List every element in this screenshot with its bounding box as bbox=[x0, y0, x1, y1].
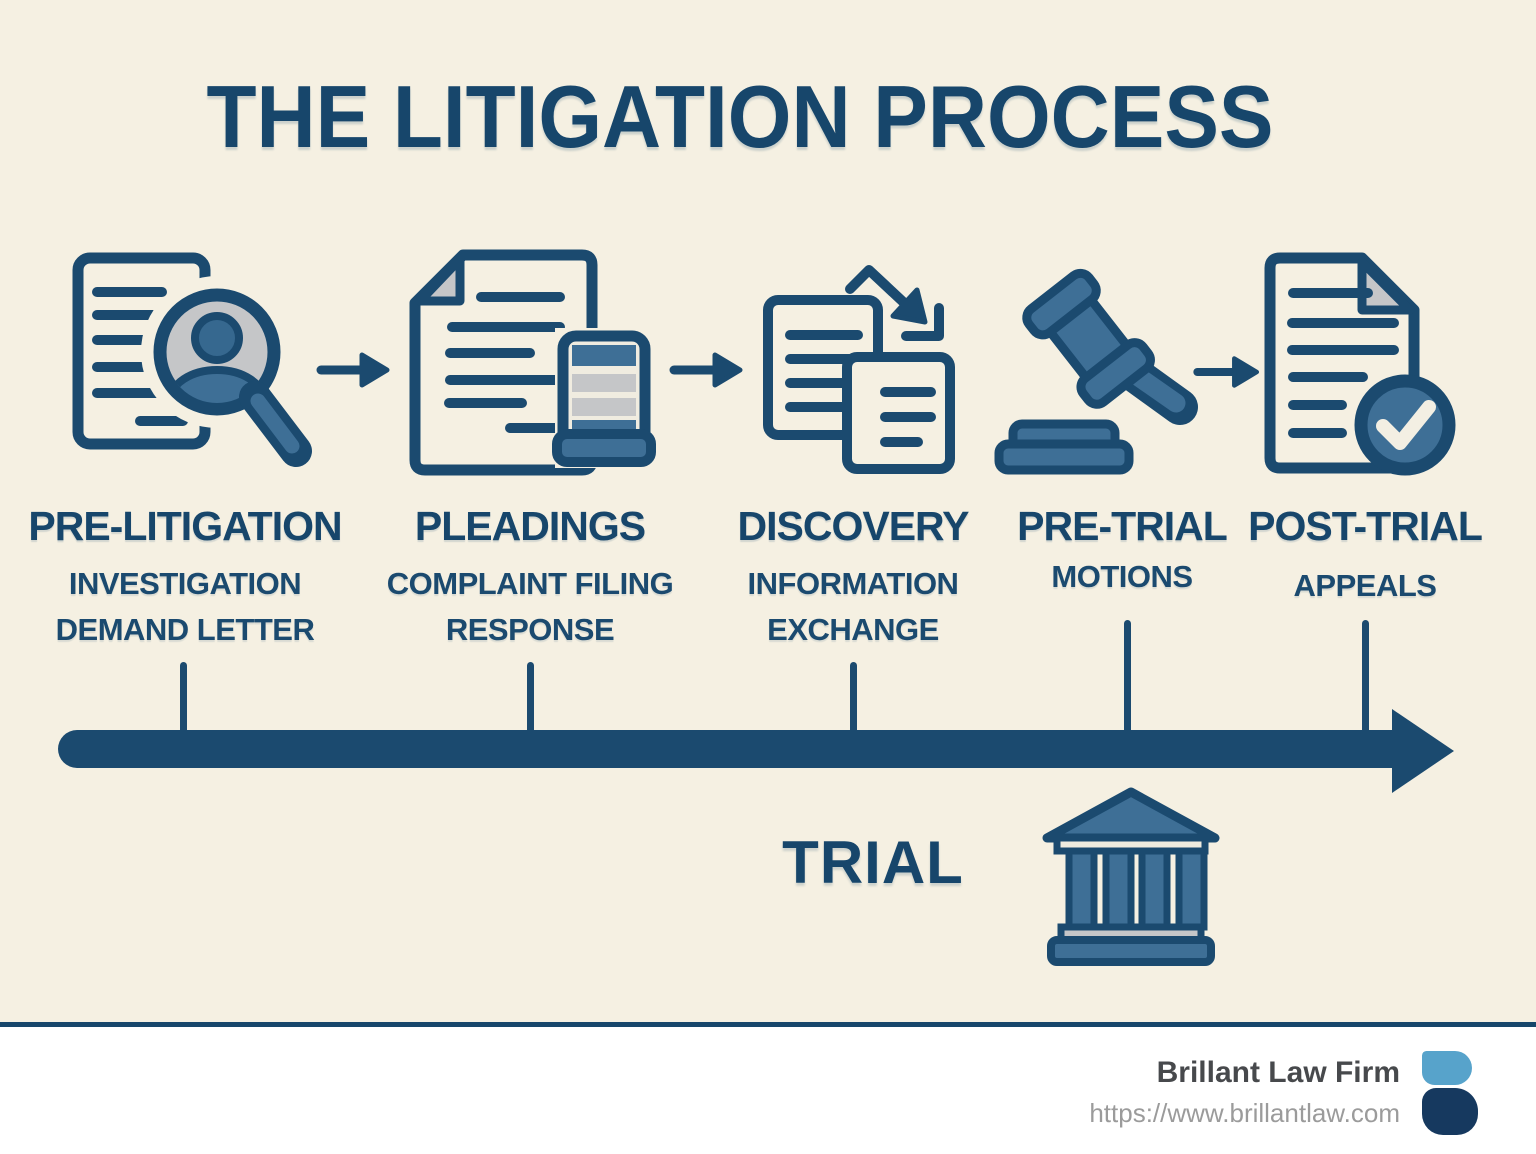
company-name: Brillant Law Firm bbox=[1156, 1056, 1400, 1089]
stage-sub-label: COMPLAINT FILING bbox=[386, 566, 674, 601]
timeline-arrowhead-icon bbox=[1392, 709, 1454, 793]
stage-title-pre-trial: PRE-TRIAL bbox=[1017, 503, 1228, 549]
stage-title-post-trial: POST-TRIAL bbox=[1248, 503, 1483, 549]
stage-sub-label: APPEALS bbox=[1293, 568, 1437, 603]
courthouse-icon bbox=[1042, 787, 1220, 966]
timeline-tick bbox=[180, 662, 187, 734]
right-arrow-icon bbox=[669, 352, 743, 388]
right-arrow-icon bbox=[1193, 356, 1260, 388]
documents-exchange-icon bbox=[763, 265, 955, 474]
timeline-tick bbox=[527, 662, 534, 734]
stage-title-pleadings: PLEADINGS bbox=[414, 503, 646, 549]
stage-sub-label: INFORMATION bbox=[747, 566, 959, 601]
logo-top-shape bbox=[1422, 1051, 1472, 1085]
timeline-tick bbox=[1124, 620, 1131, 734]
stage-sub-label: DEMAND LETTER bbox=[55, 612, 315, 647]
footer-text-block: Brillant Law Firm https://www.brillantla… bbox=[1089, 1056, 1400, 1129]
footer-background bbox=[0, 1027, 1536, 1154]
timeline-bar bbox=[58, 730, 1398, 768]
timeline-tick bbox=[1362, 620, 1369, 734]
stage-sub-label: EXCHANGE bbox=[767, 612, 939, 647]
footer-divider bbox=[0, 1022, 1536, 1027]
trial-label: TRIAL bbox=[782, 829, 964, 896]
document-check-icon bbox=[1264, 252, 1456, 476]
document-stamp-icon bbox=[409, 249, 656, 476]
timeline-tick bbox=[850, 662, 857, 734]
document-magnifier-icon bbox=[72, 252, 312, 467]
logo-bottom-shape bbox=[1422, 1088, 1478, 1135]
brillant-b-logo-icon bbox=[1422, 1051, 1478, 1135]
stage-sub-label: INVESTIGATION bbox=[68, 566, 302, 601]
stage-title-pre-litigation: PRE-LITIGATION bbox=[28, 503, 342, 549]
right-arrow-icon bbox=[316, 352, 390, 388]
company-url: https://www.brillantlaw.com bbox=[1089, 1098, 1400, 1128]
stage-sub-label: MOTIONS bbox=[1051, 559, 1193, 594]
page-title: THE LITIGATION PROCESS bbox=[206, 67, 1274, 166]
stage-sub-label: RESPONSE bbox=[445, 612, 615, 647]
stage-title-discovery: DISCOVERY bbox=[737, 503, 970, 549]
gavel-icon bbox=[994, 268, 1198, 475]
